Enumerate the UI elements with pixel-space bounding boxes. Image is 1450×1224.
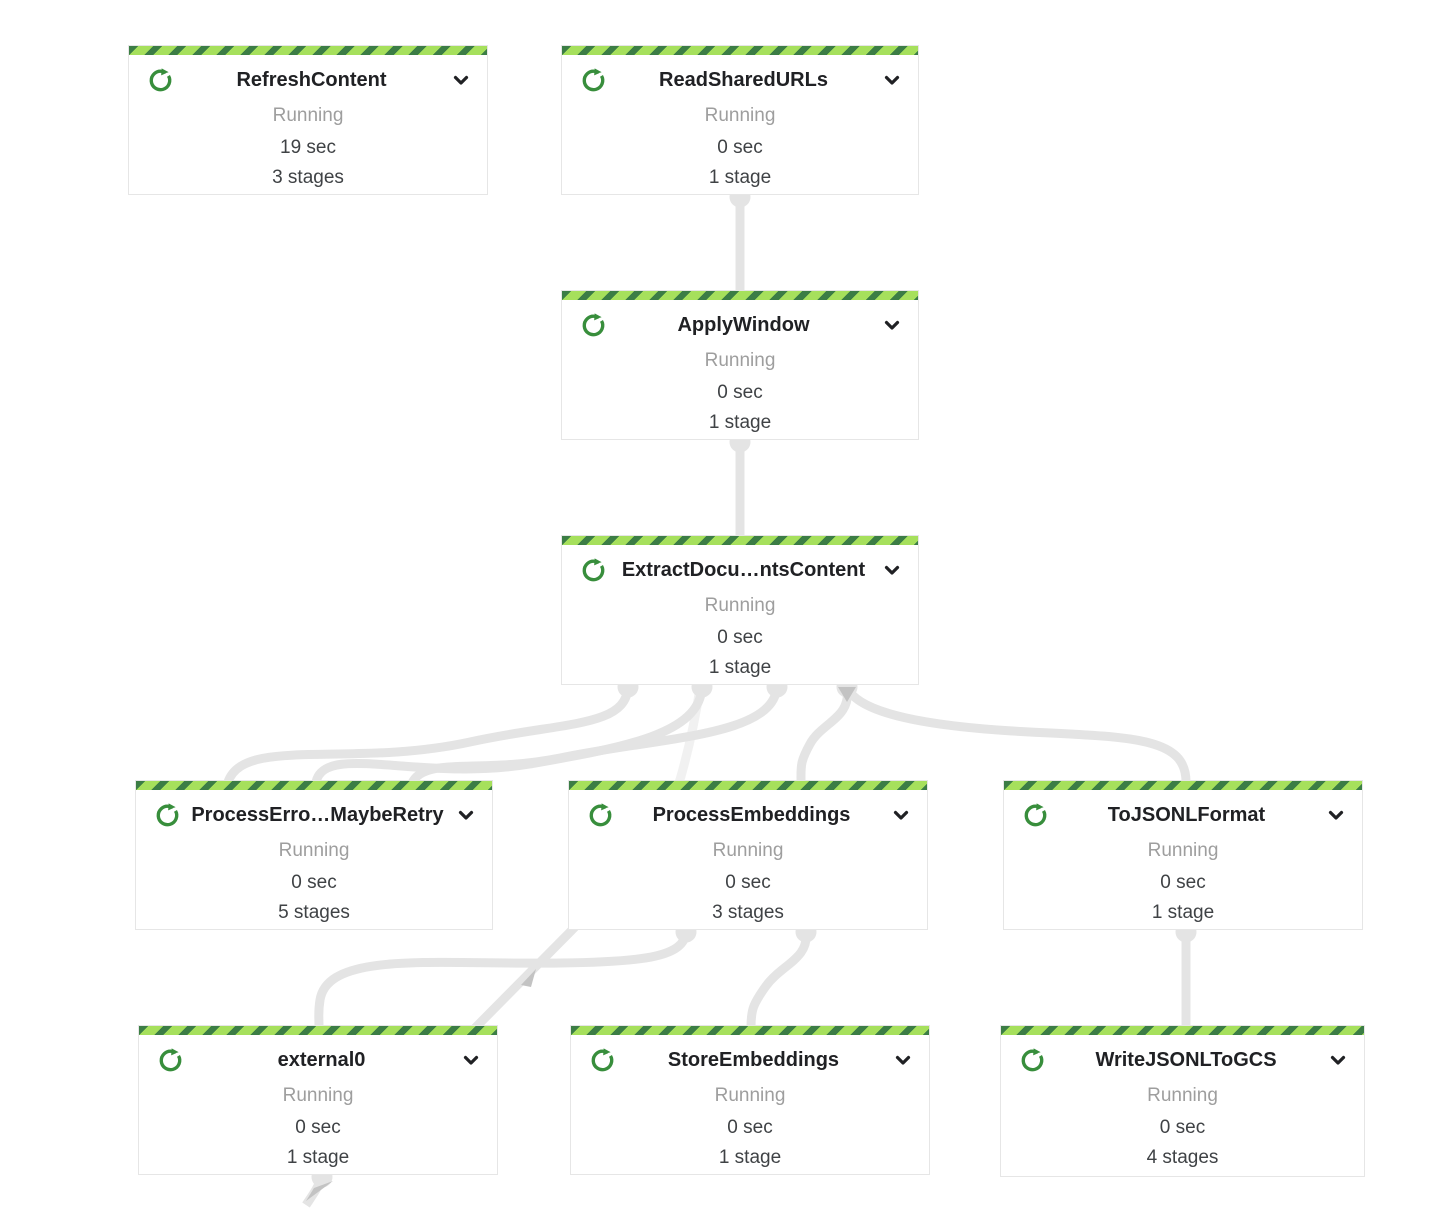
step-elapsed-time: 0 sec	[295, 1117, 341, 1138]
step-name: StoreEmbeddings	[667, 1048, 840, 1071]
step-status: Running	[714, 1085, 786, 1106]
chevron-down-icon[interactable]	[1326, 1048, 1350, 1072]
pipeline-step-node-process-embeddings[interactable]: ProcessEmbeddings Running 0 sec 3 stages	[568, 780, 928, 930]
running-clockwise-icon	[157, 1047, 184, 1074]
step-stage-count: 1 stage	[1151, 902, 1215, 923]
pipeline-step-node-external0[interactable]: external0 Running 0 sec 1 stage	[138, 1025, 498, 1175]
pipeline-step-node-apply-window[interactable]: ApplyWindow Running 0 sec 1 stage	[561, 290, 919, 440]
external0-output-streak	[306, 1181, 333, 1201]
running-progress-stripe	[129, 46, 487, 55]
pipeline-step-node-write-jsonl-to-gcs[interactable]: WriteJSONLToGCS Running 0 sec 4 stages	[1000, 1025, 1365, 1177]
chevron-down-icon[interactable]	[459, 1048, 483, 1072]
step-status: Running	[712, 840, 784, 861]
running-progress-stripe	[136, 781, 492, 790]
step-stage-count: 1 stage	[708, 412, 772, 433]
edge-process-embeddings-to-store-embeddings	[746, 931, 811, 1028]
edge-extract-documents-content-to-process-errors-maybe-retry	[407, 686, 782, 786]
running-progress-stripe	[139, 1026, 497, 1035]
running-clockwise-icon	[580, 312, 607, 339]
edge-extract-documents-content-to-process-errors-maybe-retry	[223, 686, 633, 784]
step-elapsed-time: 0 sec	[717, 382, 763, 403]
edge-extract-documents-content-to-to-jsonl-format	[842, 684, 1191, 783]
chevron-down-icon[interactable]	[880, 313, 904, 337]
step-elapsed-time: 0 sec	[725, 872, 771, 893]
chevron-down-icon[interactable]	[449, 68, 473, 92]
edge-extract-documents-content-to-external0	[470, 922, 580, 1033]
step-name: ProcessErro…MaybeRetry	[191, 803, 444, 826]
running-progress-stripe	[562, 46, 918, 55]
edge-extract-documents-content-to-process-embeddings	[796, 686, 852, 783]
running-progress-stripe	[571, 1026, 929, 1035]
step-elapsed-time: 0 sec	[1159, 1117, 1206, 1138]
step-stage-count: 1 stage	[286, 1147, 350, 1168]
pipeline-step-node-process-errors-maybe-retry[interactable]: ProcessErro…MaybeRetry Running 0 sec 5 s…	[135, 780, 493, 930]
chevron-down-icon[interactable]	[880, 558, 904, 582]
step-elapsed-time: 0 sec	[291, 872, 337, 893]
running-progress-stripe	[569, 781, 927, 790]
step-stage-count: 1 stage	[718, 1147, 782, 1168]
step-name: external0	[277, 1048, 366, 1071]
running-clockwise-icon	[147, 67, 174, 94]
edge-direction-kink	[521, 969, 536, 987]
step-name: WriteJSONLToGCS	[1095, 1048, 1277, 1071]
running-clockwise-icon	[580, 557, 607, 584]
pipeline-step-node-to-jsonl-format[interactable]: ToJSONLFormat Running 0 sec 1 stage	[1003, 780, 1363, 930]
running-clockwise-icon	[587, 802, 614, 829]
chevron-down-icon[interactable]	[454, 803, 478, 827]
running-progress-stripe	[562, 291, 918, 300]
collapsed-edges-arrow	[838, 687, 856, 702]
step-status: Running	[1147, 1085, 1218, 1106]
running-progress-stripe	[1001, 1026, 1364, 1035]
step-elapsed-time: 0 sec	[717, 627, 763, 648]
step-status: Running	[704, 105, 776, 126]
pipeline-step-node-refresh-content[interactable]: RefreshContent Running 19 sec 3 stages	[128, 45, 488, 195]
step-status: Running	[1147, 840, 1219, 861]
edge-process-embeddings-to-external0	[314, 931, 691, 1028]
pipeline-step-node-store-embeddings[interactable]: StoreEmbeddings Running 0 sec 1 stage	[570, 1025, 930, 1175]
running-progress-stripe	[1004, 781, 1362, 790]
running-clockwise-icon	[154, 802, 181, 829]
pipeline-step-node-extract-documents-content[interactable]: ExtractDocu…ntsContent Running 0 sec 1 s…	[561, 535, 919, 685]
running-clockwise-icon	[1022, 802, 1049, 829]
running-progress-stripe	[562, 536, 918, 545]
step-name: ExtractDocu…ntsContent	[621, 558, 866, 581]
step-status: Running	[704, 595, 776, 616]
step-status: Running	[704, 350, 776, 371]
step-elapsed-time: 0 sec	[717, 137, 763, 158]
step-name: ProcessEmbeddings	[652, 803, 851, 826]
step-stage-count: 3 stages	[272, 167, 344, 188]
step-stage-count: 3 stages	[712, 902, 784, 923]
step-stage-count: 1 stage	[708, 657, 772, 678]
running-clockwise-icon	[589, 1047, 616, 1074]
chevron-down-icon[interactable]	[891, 1048, 915, 1072]
step-status: Running	[278, 840, 350, 861]
chevron-down-icon[interactable]	[1324, 803, 1348, 827]
step-status: Running	[272, 105, 344, 126]
step-stage-count: 4 stages	[1146, 1147, 1219, 1168]
step-elapsed-time: 0 sec	[1160, 872, 1206, 893]
step-name: ApplyWindow	[677, 313, 810, 336]
step-elapsed-time: 0 sec	[727, 1117, 773, 1138]
step-name: ReadSharedURLs	[659, 68, 828, 91]
chevron-down-icon[interactable]	[880, 68, 904, 92]
chevron-down-icon[interactable]	[889, 803, 913, 827]
step-name: ToJSONLFormat	[1107, 803, 1266, 826]
running-clockwise-icon	[580, 67, 607, 94]
running-clockwise-icon	[1019, 1047, 1046, 1074]
step-stage-count: 1 stage	[708, 167, 772, 188]
step-stage-count: 5 stages	[278, 902, 350, 923]
step-elapsed-time: 19 sec	[280, 137, 336, 158]
step-name: RefreshContent	[236, 68, 387, 91]
step-status: Running	[282, 1085, 354, 1106]
pipeline-step-node-read-shared-urls[interactable]: ReadSharedURLs Running 0 sec 1 stage	[561, 45, 919, 195]
